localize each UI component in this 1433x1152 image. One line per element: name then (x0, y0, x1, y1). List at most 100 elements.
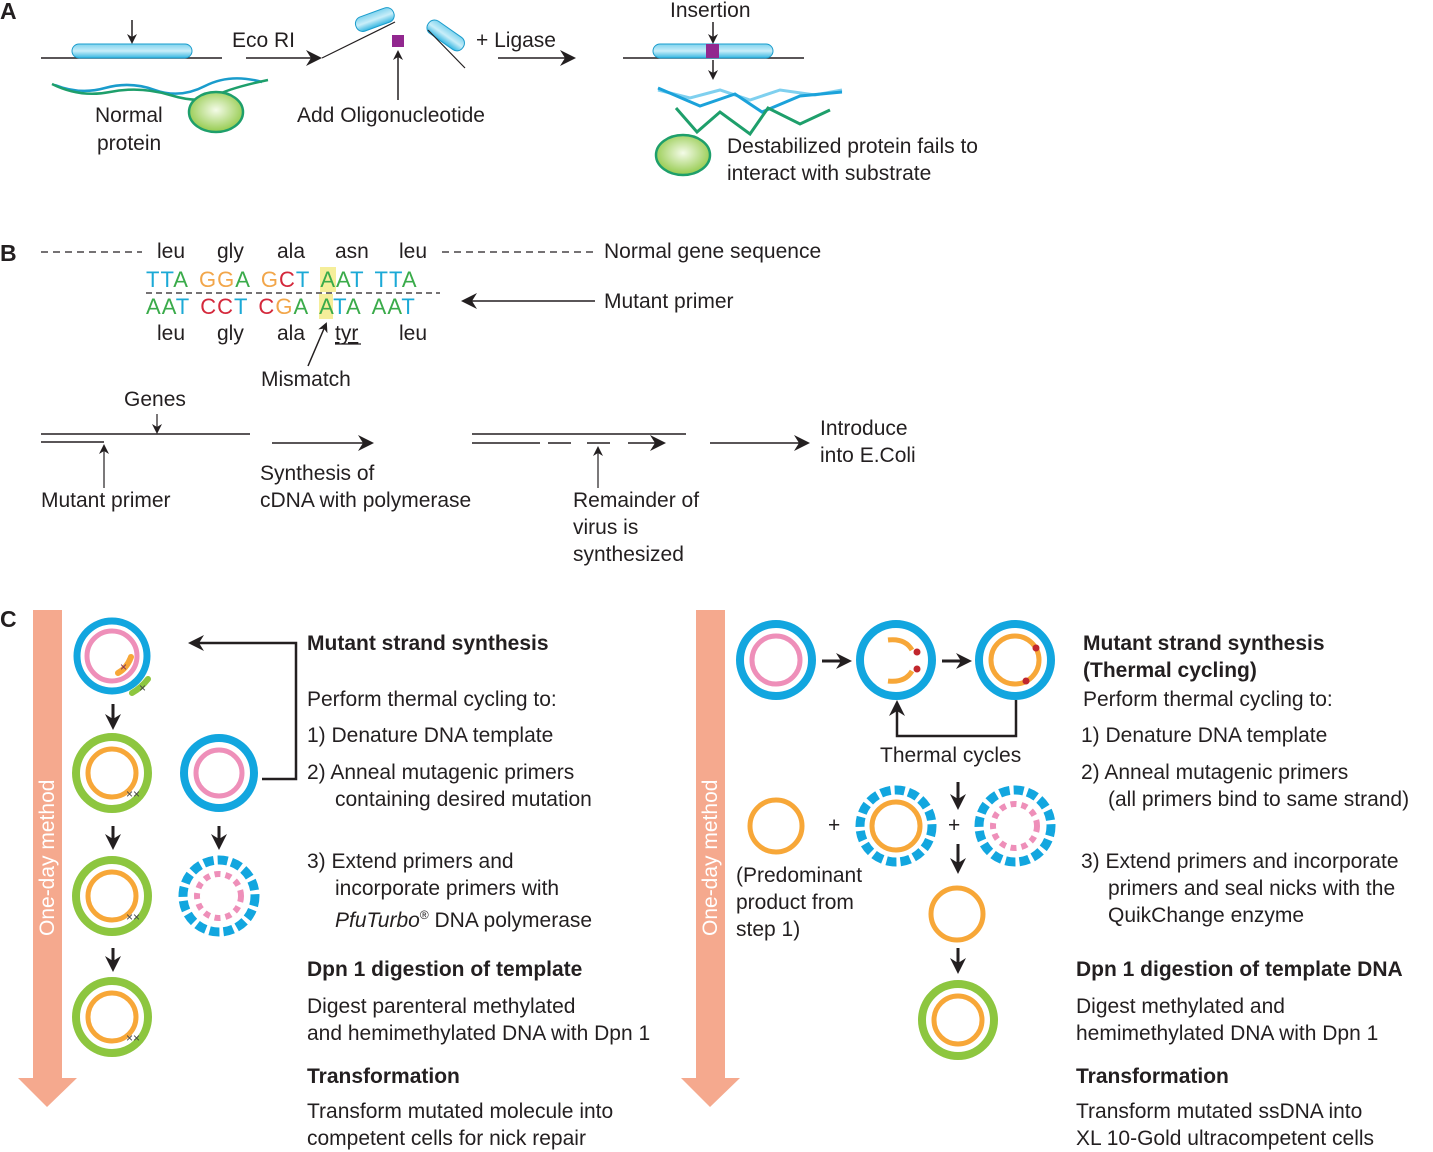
nucleotide: T (175, 294, 191, 319)
left-step-2a: 2) Anneal mutagenic primers (307, 761, 575, 784)
aa-top-3: ala (277, 240, 306, 263)
nucleotide: A (336, 267, 351, 292)
right-step-3b: primers and seal nicks with the (1108, 877, 1396, 900)
protein-strand-green (51, 78, 269, 101)
thermal-cycles-label: Thermal cycles (880, 744, 1022, 767)
right-heading-transformation: Transformation (1076, 1065, 1229, 1088)
left-step-1: 1) Denature DNA template (307, 724, 554, 747)
nucleotide: C (279, 267, 296, 292)
plasmid-template-primers: × × (73, 617, 151, 696)
right-heading-dpn: Dpn 1 digestion of template DNA (1076, 958, 1403, 981)
panel-c-left-graphics: × × ×× ×× ×× (18, 610, 298, 1107)
cut-end-right (427, 29, 466, 69)
panel-b-graphics (41, 251, 810, 488)
nucleotide: A (345, 294, 362, 319)
eco-ri-label: Eco RI (232, 29, 296, 52)
mutant-primer-label: Mutant primer (604, 290, 734, 313)
normal-gene-label: Normal gene sequence (604, 240, 822, 263)
panel-a-graphics (41, 7, 843, 177)
method-arrow-head-right (681, 1078, 740, 1107)
cut-end-left (321, 21, 396, 59)
right-step-2a: 2) Anneal mutagenic primers (1081, 761, 1349, 784)
mutant-codon: CCT (200, 294, 248, 319)
cut-fragment-right (426, 19, 465, 52)
left-step-3b: incorporate primers with (335, 877, 560, 900)
left-heading-synthesis: Mutant strand synthesis (307, 632, 549, 655)
nucleotide: A (293, 294, 310, 319)
right-step-3a: 3) Extend primers and incorporate (1081, 850, 1399, 873)
panel-label-c: C (0, 606, 17, 632)
left-digest-1: Digest parenteral methylated (307, 995, 576, 1018)
remainder-label-2: virus is (573, 516, 639, 539)
method-label-left: One-day method (36, 779, 59, 936)
product-transformed (918, 980, 998, 1060)
aa-top-1: leu (157, 240, 186, 263)
plasmid-mutant-3: ×× (72, 977, 152, 1057)
mutant-codon: CGA (258, 294, 309, 319)
nucleotide: A (387, 294, 402, 319)
right-transform-1: Transform mutated ssDNA into (1076, 1100, 1363, 1123)
mismatch-label: Mismatch (261, 368, 351, 391)
mutant-codon: AAT (372, 294, 416, 319)
destabilized-strand-green (674, 106, 831, 137)
nucleotide: A (371, 294, 388, 319)
remainder-label-3: synthesized (573, 543, 684, 566)
insertion-square (706, 44, 719, 58)
nucleotide: G (275, 294, 294, 319)
nucleotide: A (146, 294, 162, 319)
predominant-label-3: step 1) (736, 918, 801, 941)
pfuturbo-name: PfuTurbo (335, 909, 420, 932)
predominant-label-1: (Predominant (736, 864, 863, 887)
method-arrow-shaft (33, 610, 62, 1080)
nucleotide: A (161, 294, 176, 319)
right-heading-thermal: (Thermal cycling) (1083, 659, 1257, 682)
normal-codon: GCT (261, 267, 310, 292)
nucleotide: C (200, 294, 218, 319)
right-intro: Perform thermal cycling to: (1083, 688, 1333, 711)
nucleotide: C (258, 294, 276, 319)
right-step-2b: (all primers bind to same strand) (1108, 788, 1410, 811)
nucleotide: T (295, 267, 311, 292)
nucleotide: T (333, 294, 346, 319)
svg-text:×: × (139, 681, 146, 695)
introduce-label-2: into E.Coli (820, 444, 916, 467)
registered-mark: ® (419, 908, 429, 922)
normal-codon: TTA (375, 267, 418, 292)
normal-protein-label-1: Normal (95, 104, 163, 127)
aa-top-4: asn (335, 240, 369, 263)
left-digest-2: and hemimethylated DNA with Dpn 1 (307, 1022, 651, 1045)
right-digest-1: Digest methylated and (1076, 995, 1285, 1018)
add-oligo-label: Add Oligonucleotide (297, 104, 485, 127)
panel-c-right-graphics (681, 610, 1056, 1107)
destabilized-label-1: Destabilized protein fails to (727, 135, 978, 158)
plasmid-extended (975, 620, 1055, 700)
method-label-right: One-day method (699, 779, 722, 936)
polymerase-text: DNA polymerase (428, 909, 593, 932)
oligonucleotide-square (392, 35, 404, 47)
nucleotide: A (173, 267, 189, 292)
left-intro: Perform thermal cycling to: (307, 688, 557, 711)
remainder-label-1: Remainder of (573, 489, 700, 512)
left-heading-transformation: Transformation (307, 1065, 460, 1088)
mutant-codon: ATA (319, 294, 362, 319)
product-selected (928, 885, 986, 943)
svg-text:××: ×× (126, 910, 140, 924)
panel-label-b: B (0, 240, 17, 266)
nucleotide: G (260, 267, 280, 292)
aa-top-2: gly (217, 240, 244, 263)
left-step-3c: PfuTurbo® DNA polymerase (335, 902, 592, 934)
method-arrow-shaft-right (696, 610, 725, 1080)
mismatch-nucleotide: A (320, 267, 337, 292)
left-transform-2: competent cells for nick repair (307, 1127, 586, 1150)
plasmid-template-right (736, 620, 816, 700)
thermal-cycle-loop (889, 700, 1018, 738)
aa-bottom-5: leu (399, 322, 428, 345)
mutant-primer-caption: Mutant primer (41, 489, 171, 512)
normal-codon: AAT (320, 267, 364, 292)
right-digest-2: hemimethylated DNA with Dpn 1 (1076, 1022, 1379, 1045)
right-step-3c: QuikChange enzyme (1108, 904, 1305, 927)
synthesis-label-2: cDNA with polymerase (260, 489, 472, 512)
nucleotide: G (198, 267, 218, 292)
